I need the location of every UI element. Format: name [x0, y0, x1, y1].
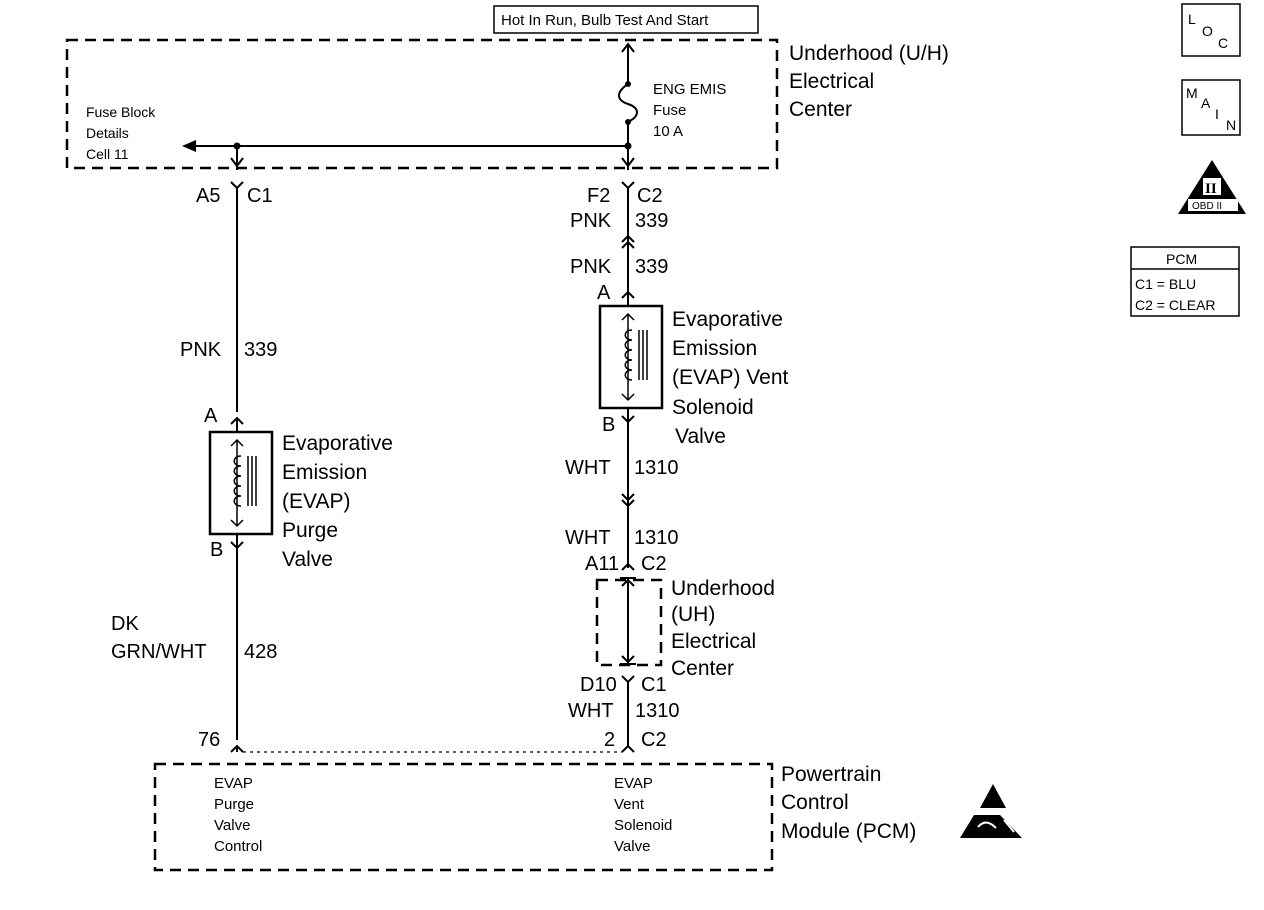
main-letter-n: N [1226, 117, 1236, 133]
right-wire-number-4: 1310 [634, 527, 679, 549]
left-connector-c1: C1 [247, 185, 273, 207]
esd-warning-icon [960, 784, 1022, 838]
purge-valve-label-1: Evaporative [282, 432, 393, 455]
vent-valve-label-4: Solenoid [672, 396, 754, 419]
pcm-left-func-1: EVAP [214, 775, 253, 792]
pcm-connector-c2: C2 [641, 729, 667, 751]
vent-solenoid-component [598, 304, 664, 410]
loc-letter-o: O [1202, 23, 1213, 39]
right-wire-color-4: WHT [565, 527, 611, 549]
vent-valve-label-1: Evaporative [672, 308, 783, 331]
right-terminal-a: A [597, 282, 611, 304]
pcm-right-func-2: Vent [614, 796, 645, 813]
fuse-icon [618, 42, 638, 146]
purge-valve-label-2: Emission [282, 461, 367, 484]
fuse-label-2: Fuse [653, 102, 686, 119]
solenoid-coil-icon [621, 312, 648, 402]
main-letter-m: M [1186, 85, 1198, 101]
purge-valve-label-5: Valve [282, 548, 333, 571]
pcm-pin-76: 76 [198, 729, 220, 751]
left-lower-color-2: GRN/WHT [111, 641, 207, 663]
fuse-block-arrow-icon [182, 140, 196, 152]
right-connector-c2-mid: C2 [641, 553, 667, 575]
right-wire-number-5: 1310 [635, 700, 680, 722]
right-wire-color-2: PNK [570, 256, 612, 278]
obd-ii-icon: II OBD II [1178, 160, 1246, 214]
pcm-name-1: Powertrain [781, 763, 881, 786]
right-wire-number-3: 1310 [634, 457, 679, 479]
vent-valve-label-2: Emission [672, 337, 757, 360]
uh-center-label-1: Underhood (U/H) [789, 42, 949, 65]
right-wire-color-5: WHT [568, 700, 614, 722]
obd-numeral: II [1205, 181, 1217, 197]
vent-valve-label-3: (EVAP) Vent [672, 366, 788, 389]
right-pin-f2: F2 [587, 185, 610, 207]
power-source-text: Hot In Run, Bulb Test And Start [501, 12, 709, 29]
pcm-right-func-4: Valve [614, 838, 650, 855]
uh-center-boundary [65, 38, 779, 170]
purge-valve-label-3: (EVAP) [282, 490, 350, 513]
pcm-boundary [153, 762, 774, 872]
vent-valve-label-5: Valve [675, 425, 726, 448]
pcm-table-row-2: C2 = CLEAR [1135, 297, 1216, 313]
pcm-name-2: Control [781, 791, 849, 814]
right-connector-c1-bot: C1 [641, 674, 667, 696]
pcm-right-func-1: EVAP [614, 775, 653, 792]
main-icon: M A I N [1181, 79, 1241, 136]
uh-mid-label-1: Underhood [671, 577, 775, 600]
loc-letter-l: L [1188, 11, 1196, 27]
right-wire-color-1: PNK [570, 210, 612, 232]
fuse-label-3: 10 A [653, 123, 683, 140]
fuse-label-1: ENG EMIS [653, 81, 726, 98]
right-wire-number-2: 339 [635, 256, 668, 278]
connector-c1-left [230, 181, 244, 190]
left-pin-a5: A5 [196, 185, 220, 207]
uh-mid-label-2: (UH) [671, 603, 715, 626]
pcm-name-3: Module (PCM) [781, 820, 916, 843]
purge-valve-component [208, 430, 274, 536]
right-wire-number-1: 339 [635, 210, 668, 232]
right-terminal-b: B [602, 414, 615, 436]
loc-icon: L O C [1181, 3, 1241, 57]
purge-valve-label-4: Purge [282, 519, 338, 542]
left-lower-color-1: DK [111, 613, 139, 635]
pcm-right-func-3: Solenoid [614, 817, 672, 834]
loc-letter-c: C [1218, 35, 1228, 51]
uh-center-label-3: Center [789, 98, 852, 121]
right-pin-d10: D10 [580, 674, 617, 696]
uh-mid-label-3: Electrical [671, 630, 756, 653]
right-connector-c2-top: C2 [637, 185, 663, 207]
fuse-block-ref-2: Details [86, 125, 129, 141]
fuse-block-ref-1: Fuse Block [86, 104, 156, 120]
left-wire-number: 339 [244, 339, 277, 361]
connector-c2-top [621, 181, 635, 190]
pcm-table-row-1: C1 = BLU [1135, 276, 1196, 292]
pcm-left-func-3: Valve [214, 817, 250, 834]
solenoid-coil-icon [230, 438, 257, 528]
uh-mid-label-4: Center [671, 657, 734, 680]
pcm-connector-table: PCM C1 = BLU C2 = CLEAR [1130, 246, 1240, 317]
left-terminal-b: B [210, 539, 223, 561]
left-lower-number: 428 [244, 641, 277, 663]
power-source-label: Hot In Run, Bulb Test And Start [493, 5, 759, 34]
left-terminal-a: A [204, 405, 218, 427]
fuse-block-ref-3: Cell 11 [86, 146, 129, 162]
pcm-left-func-4: Control [214, 838, 262, 855]
pcm-table-title: PCM [1166, 251, 1197, 267]
main-letter-a: A [1201, 95, 1211, 111]
main-letter-i: I [1215, 106, 1219, 122]
obd-label: OBD II [1192, 201, 1222, 212]
uh-center-label-2: Electrical [789, 70, 874, 93]
pcm-left-func-2: Purge [214, 796, 254, 813]
right-wire-color-3: WHT [565, 457, 611, 479]
right-pin-a11: A11 [585, 553, 619, 575]
pcm-pin-2: 2 [604, 729, 615, 751]
left-wire-color: PNK [180, 339, 222, 361]
